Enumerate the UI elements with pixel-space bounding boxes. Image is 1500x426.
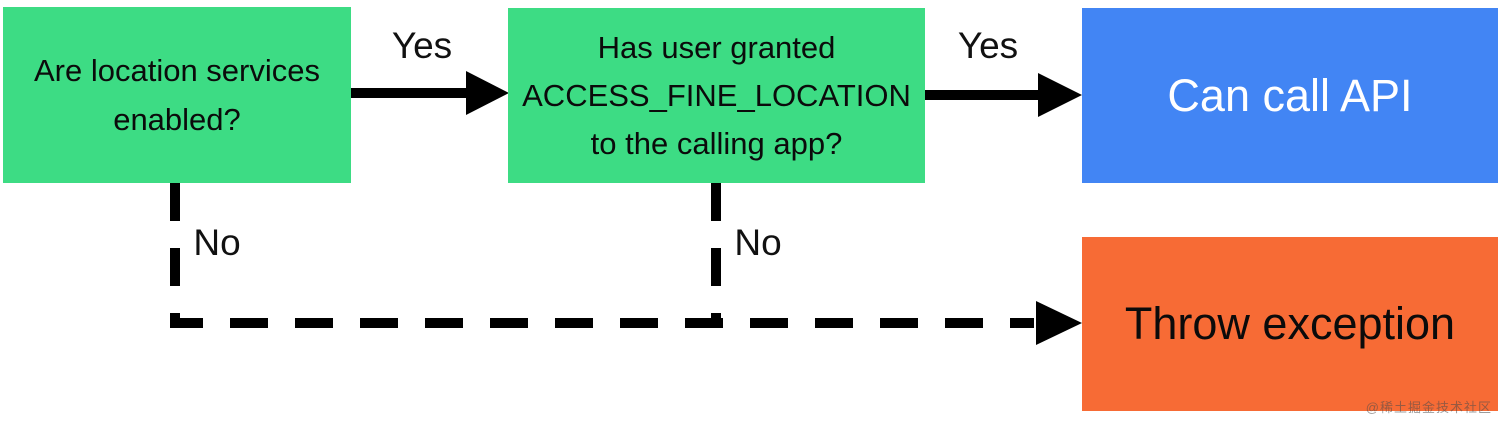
dashed-path-from-services bbox=[170, 183, 1034, 328]
edge-label-yes-1: Yes bbox=[391, 25, 453, 66]
dashed-arrow-no-to-exception bbox=[170, 183, 1082, 345]
arrowhead-icon bbox=[1038, 73, 1082, 117]
edge-label-no-1: No bbox=[193, 222, 241, 263]
edge-label-yes-2: Yes bbox=[957, 25, 1019, 66]
arrowhead-icon bbox=[466, 71, 509, 115]
node-can-call-api: Can call API bbox=[1082, 8, 1498, 183]
watermark: @稀土掘金技术社区 bbox=[1365, 400, 1492, 415]
arrow-yes-permission-to-api bbox=[925, 73, 1082, 117]
node-location-services: Are location services enabled? bbox=[3, 7, 351, 183]
arrowhead-icon bbox=[1036, 301, 1082, 345]
node-throw-exception: Throw exception bbox=[1082, 237, 1498, 411]
arrow-yes-services-to-permission bbox=[351, 71, 509, 115]
edge-label-no-2: No bbox=[734, 222, 782, 263]
node-fine-location-permission: Has user granted ACCESS_FINE_LOCATION to… bbox=[508, 8, 925, 183]
